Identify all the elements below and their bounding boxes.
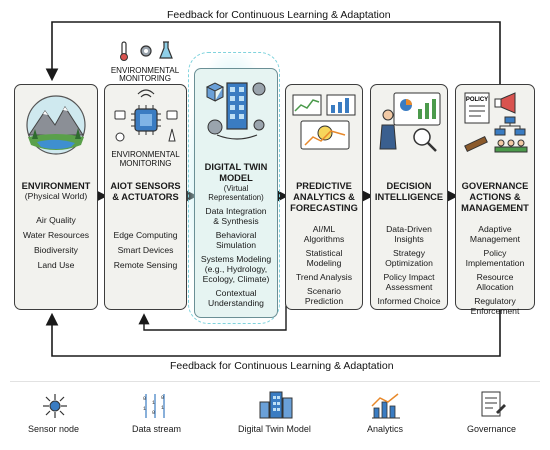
feedback-bottom-label: Feedback for Continuous Learning & Adapt… [167, 360, 397, 372]
governance-icons: POLICY [464, 92, 528, 153]
stage-environment-subtitle: (Physical World) [24, 191, 88, 201]
analytics-icon [371, 393, 400, 419]
list-item: (e.g., Hydrology, [204, 264, 268, 274]
sensor-node-icon [43, 394, 67, 418]
list-item: Systems Modeling [200, 254, 272, 264]
stage-decision-title-line2: INTELLIGENCE [374, 192, 444, 202]
svg-text:1: 1 [143, 406, 146, 412]
stage-governance-title-line3: MANAGEMENT [461, 203, 529, 213]
list-item: Management [469, 234, 521, 244]
data-stream-icon: 010 101 [143, 394, 165, 418]
list-item: & Synthesis [213, 216, 259, 226]
list-item: Implementation [465, 258, 525, 268]
list-item: Strategy [392, 248, 425, 258]
list-item: Policy Impact [383, 272, 435, 282]
stage-governance-title-line1: GOVERNANCE [461, 181, 529, 191]
stage-governance-title-line2: ACTIONS & [469, 192, 521, 202]
decision-dashboard-icon [379, 92, 441, 152]
stage-decision-title-line1: DECISION [386, 181, 432, 191]
list-item: Behavioral [215, 230, 257, 240]
stage-environment-title: ENVIRONMENT [21, 181, 91, 191]
stage-predictive-title-line2: ANALYTICS & [293, 192, 355, 202]
legend-digital-twin-label: Digital Twin Model [238, 424, 311, 434]
legend-governance-label: Governance [467, 424, 517, 434]
env-monitoring-top-line1: ENVIRONMENTAL [110, 66, 180, 75]
flask-icon [159, 41, 173, 59]
legend-data-stream-label: Data stream [132, 424, 182, 434]
env-monitoring-top-line2: MONITORING [119, 74, 171, 84]
bottom-feedback-arrow [45, 310, 501, 357]
policy-label: POLICY [466, 97, 488, 103]
digital-twin-glow-ring [188, 52, 280, 324]
thermometer-icon [120, 41, 128, 61]
stage-governance: POLICY GOVERNANCE ACTIONS & MANAGEMENT A… [455, 84, 535, 316]
list-item: Biodiversity [34, 245, 78, 255]
legend-divider [10, 381, 540, 382]
env-monitoring-mid-line2: MONITORING [119, 159, 172, 168]
svg-text:1: 1 [152, 400, 155, 406]
env-monitoring-mid-line1: ENVIRONMENTAL [111, 150, 180, 159]
list-item: Modeling [306, 258, 342, 268]
list-item: Ecology, Climate) [202, 274, 270, 284]
list-item: Land Use [37, 260, 75, 270]
list-item: Remote Sensing [113, 260, 178, 270]
svg-text:1: 1 [161, 405, 164, 411]
stage-aiot-title-line2: & ACTUATORS [112, 192, 179, 202]
list-item: Trend Analysis [295, 272, 353, 282]
list-item: Prediction [304, 296, 344, 306]
inner-feedback-arrow [138, 300, 287, 331]
svg-text:0: 0 [161, 395, 164, 401]
list-item: Insights [394, 234, 424, 244]
list-item: Enforcement [470, 306, 520, 316]
building-twin-icon [205, 82, 266, 140]
stage-environment: ENVIRONMENT (Physical World) Air Quality… [14, 84, 98, 310]
list-item: Allocation [476, 282, 514, 292]
list-item: Regulatory [474, 296, 516, 306]
list-item: Resource [476, 272, 514, 282]
list-item: Data Integration [205, 206, 267, 216]
stage-aiot-sensors: ENVIRONMENTAL MONITORING AIOT SENSORS & … [104, 84, 187, 310]
stage-digital-twin-title-line2: MODEL [219, 173, 253, 183]
list-item: Informed Choice [377, 296, 441, 306]
landscape-icon [26, 95, 86, 155]
legend-analytics-label: Analytics [367, 424, 404, 434]
list-item: Data-Driven [386, 224, 432, 234]
feedback-top-label: Feedback for Continuous Learning & Adapt… [167, 9, 391, 21]
stage-digital-twin: DIGITAL TWIN MODEL (Virtual Representati… [194, 68, 278, 318]
list-item: Optimization [385, 258, 433, 268]
stage-predictive-title-line3: FORECASTING [290, 203, 358, 213]
stage-predictive-analytics: PREDICTIVE ANALYTICS & FORECASTING AI/ML… [285, 84, 363, 310]
list-item: Statistical [305, 248, 343, 258]
stage-aiot-title-line1: AIOT SENSORS [110, 181, 181, 191]
legend-sensor-node-label: Sensor node [28, 424, 80, 434]
list-item: Simulation [215, 240, 257, 250]
monitoring-icons [120, 41, 173, 61]
sensor-chip-icon [114, 89, 178, 142]
stage-decision-intelligence: DECISION INTELLIGENCE Data-Driven Insigh… [370, 84, 448, 310]
top-feedback-arrow [45, 21, 501, 84]
digital-twin-model-icon [259, 391, 293, 419]
list-item: Policy [483, 248, 507, 258]
list-item: AI/ML [312, 224, 336, 234]
list-item: Smart Devices [117, 245, 174, 255]
stage-digital-twin-subtitle: (Virtual Representation) [208, 184, 264, 202]
list-item: Water Resources [22, 230, 90, 240]
list-item: Edge Computing [113, 230, 178, 240]
list-item: Understanding [208, 298, 264, 308]
svg-text:0: 0 [143, 396, 146, 402]
env-monitoring-top: ENVIRONMENTAL MONITORING [104, 40, 186, 84]
list-item: Air Quality [36, 215, 76, 225]
list-item: Contextual [215, 288, 257, 298]
analytics-charts-icon [292, 94, 356, 150]
governance-icon [481, 391, 506, 417]
svg-text:0: 0 [152, 410, 155, 416]
gear-icon [140, 45, 152, 57]
stage-predictive-title-line1: PREDICTIVE [296, 181, 352, 191]
list-item: Adaptive [478, 224, 512, 234]
list-item: Algorithms [303, 234, 345, 244]
list-item: Scenario [307, 286, 341, 296]
stage-digital-twin-title-line1: DIGITAL TWIN [204, 162, 268, 172]
list-item: Assessment [385, 282, 433, 292]
